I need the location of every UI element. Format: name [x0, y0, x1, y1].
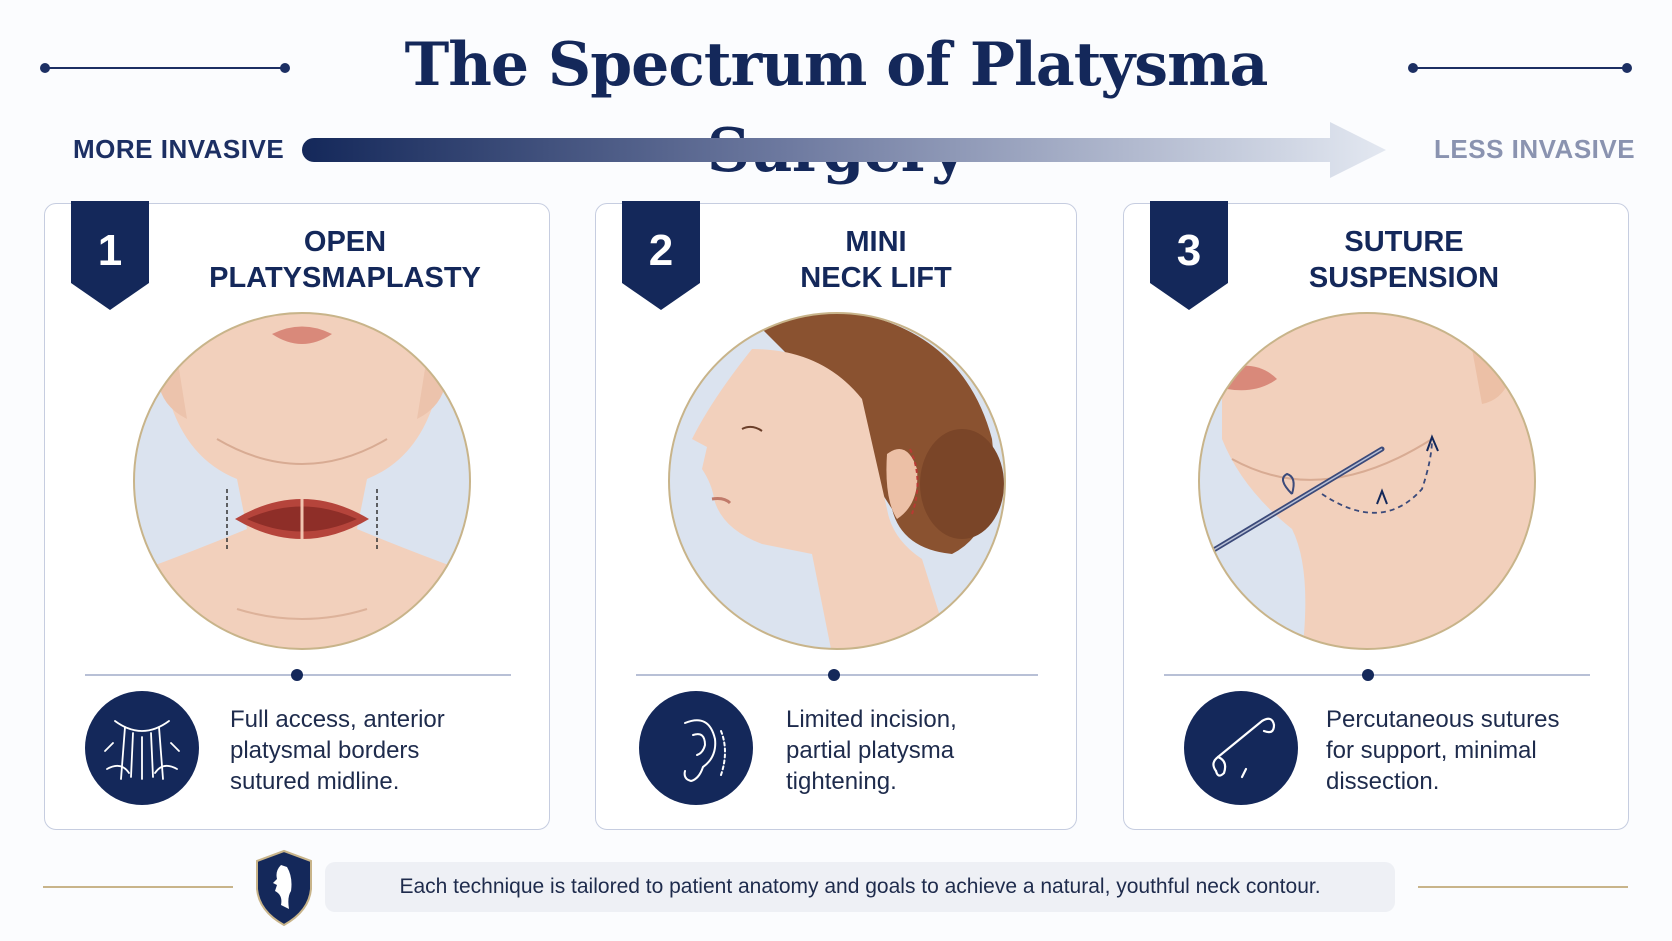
title-rule-dot	[280, 63, 290, 73]
step-number: 3	[1176, 226, 1202, 275]
card-description: Limited incision, partial platysma tight…	[786, 704, 1056, 797]
card-divider-dot	[291, 669, 303, 681]
front-neck-open-incision-illustration	[133, 312, 471, 650]
spectrum-arrow	[302, 122, 1386, 178]
card-description-line: dissection.	[1326, 768, 1440, 795]
title-rule-dot	[1408, 63, 1418, 73]
step-number: 2	[648, 226, 674, 275]
card-description-line: platysmal borders	[230, 737, 420, 764]
card-divider-dot	[1362, 669, 1374, 681]
spectrum-label-less: LESS INVASIVE	[1434, 134, 1636, 164]
card-description: Full access, anterior platysmal borders …	[230, 704, 500, 797]
card-description-line: sutured midline.	[230, 768, 400, 795]
footer-rule-right	[1418, 886, 1628, 888]
step-badge: 3	[1150, 201, 1228, 310]
card-title-line: SUSPENSION	[1308, 262, 1500, 294]
neck-suture-needle-illustration	[1198, 312, 1536, 650]
title-rule-dot	[40, 63, 50, 73]
card-description-line: for support, minimal	[1326, 737, 1537, 764]
procedure-card-open-platysmaplasty: 1 OPEN PLATYSMAPLASTY	[44, 201, 550, 830]
profile-ear-incision-illustration	[668, 312, 1006, 650]
card-title-line: PLATYSMAPLASTY	[209, 262, 481, 294]
card-title: SUTURE SUSPENSION	[1244, 224, 1564, 296]
card-description-line: Full access, anterior	[230, 706, 445, 733]
card-description-line: tightening.	[786, 768, 897, 795]
step-badge: 2	[622, 201, 700, 310]
card-title-line: SUTURE	[1344, 226, 1464, 258]
card-description: Percutaneous sutures for support, minima…	[1326, 704, 1596, 797]
card-title: OPEN PLATYSMAPLASTY	[165, 224, 525, 296]
card-title: MINI NECK LIFT	[716, 224, 1036, 296]
footer-banner	[325, 862, 1395, 912]
card-divider-dot	[828, 669, 840, 681]
title-row: The Spectrum of Platysma Surgery	[0, 22, 1672, 186]
step-number: 1	[97, 226, 123, 275]
ear-incision-icon	[639, 691, 753, 805]
title-rule-left	[45, 67, 285, 69]
card-description-line: Limited incision,	[786, 706, 957, 733]
card-title-line: MINI	[845, 226, 907, 258]
footer-rule-left	[43, 886, 233, 888]
card-description-line: partial platysma	[786, 737, 955, 764]
procedure-card-mini-neck-lift: 2 MINI NECK LIFT Limited incision	[595, 201, 1077, 830]
title-rule-dot	[1622, 63, 1632, 73]
platysma-muscle-icon	[85, 691, 199, 805]
card-divider	[1164, 674, 1590, 676]
spectrum-label-more: MORE INVASIVE	[73, 134, 285, 164]
step-badge: 1	[71, 201, 149, 310]
card-title-line: NECK LIFT	[800, 262, 952, 294]
title-rule-right	[1414, 67, 1624, 69]
procedure-card-suture-suspension: 3 SUTURE SUSPENSION	[1123, 201, 1629, 830]
shield-profile-icon	[256, 849, 312, 927]
suture-needle-icon	[1184, 691, 1298, 805]
card-title-line: OPEN	[303, 226, 387, 258]
card-description-line: Percutaneous sutures	[1326, 706, 1560, 733]
footer-text: Each technique is tailored to patient an…	[399, 875, 1321, 898]
